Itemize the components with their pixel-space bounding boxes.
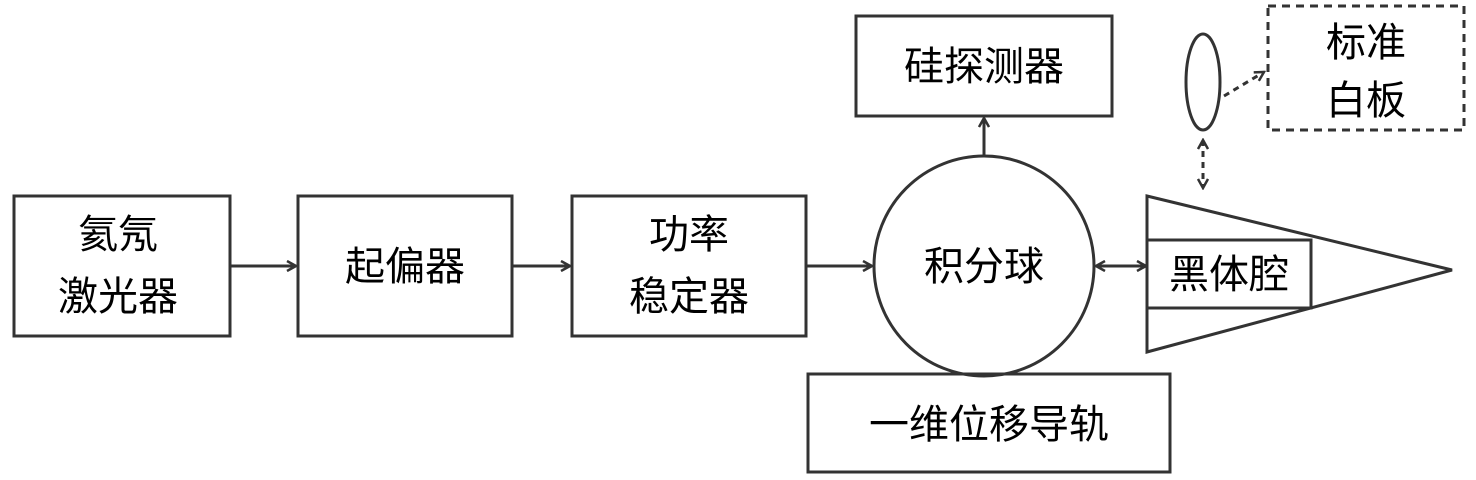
linear-rail-node: 一维位移导轨 [806,372,1172,474]
integrating-sphere-node: 积分球 [872,154,1096,378]
power-stabilizer-node: 功率 稳定器 [570,194,808,338]
whiteboard-label-line2: 白板 [1326,78,1406,124]
polarizer-node: 起偏器 [296,194,514,338]
rail-label: 一维位移导轨 [869,402,1109,448]
laser-label-line2: 激光器 [58,274,178,320]
silicon-detector-node: 硅探测器 [854,14,1114,118]
sample-ellipse [1184,32,1222,132]
whiteboard-label-line1: 标准 [1326,20,1406,66]
dashed-arrow-ellipse-whiteboard [1223,72,1264,98]
standard-whiteboard-node: 标准 白板 [1266,4,1466,132]
laser-label-line1: 氦氖 [78,212,158,258]
polarizer-label: 起偏器 [345,244,465,290]
stabilizer-label-line1: 功率 [649,212,729,258]
sphere-label: 积分球 [924,244,1044,290]
stabilizer-label-line2: 稳定器 [629,274,749,320]
blackbody-cavity-node: 黑体腔 [1145,194,1453,354]
blackbody-label: 黑体腔 [1169,252,1289,298]
detector-label: 硅探测器 [904,44,1064,90]
helium-neon-laser-node: 氦氖 激光器 [12,194,232,338]
